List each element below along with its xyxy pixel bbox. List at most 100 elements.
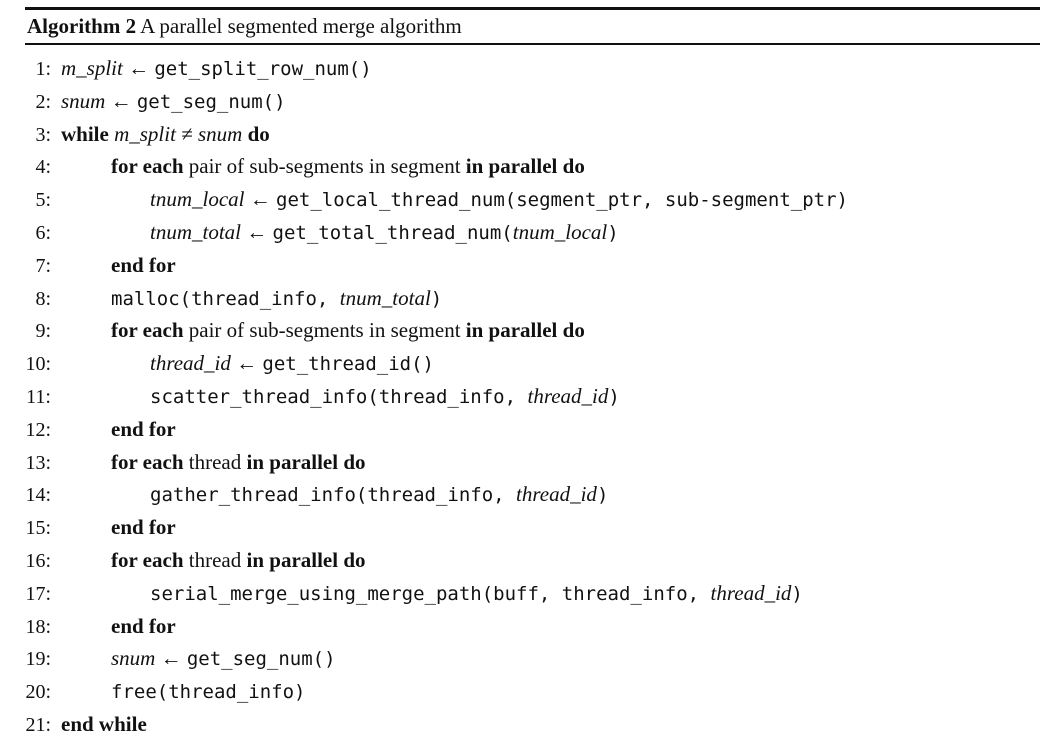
line-content: end for <box>61 512 176 544</box>
code-text: ) <box>430 287 443 310</box>
line-number: 16: <box>25 549 51 572</box>
variable-text: tnum_local <box>512 219 608 244</box>
algorithm-line: 8: malloc(thread_info, tnum_total) <box>25 283 1040 316</box>
line-content: serial_merge_using_merge_path(buff, thre… <box>61 578 803 611</box>
algorithm-line: 17: serial_merge_using_merge_path(buff, … <box>25 578 1040 611</box>
code-text: get_seg_num() <box>186 648 336 671</box>
line-number: 17: <box>25 582 51 605</box>
keyword-text: end for <box>111 252 176 277</box>
algorithm-line: 20: free(thread_info) <box>25 676 1040 709</box>
top-rule <box>25 7 1040 10</box>
algorithm-listing: 1: m_split ← get_split_row_num() 2: snum… <box>25 45 1040 734</box>
variable-text: thread_id <box>516 482 597 507</box>
line-number: 20: <box>25 681 51 704</box>
keyword-text: while <box>61 121 115 146</box>
operator-symbol: ← <box>244 187 276 212</box>
variable-text: m_split <box>61 56 123 80</box>
line-number: 9: <box>35 320 51 343</box>
line-content: end for <box>61 414 176 446</box>
algorithm-line: 19: snum ← get_seg_num() <box>25 643 1040 676</box>
code-text: get_total_thread_num( <box>272 221 513 244</box>
operator-symbol: ← <box>155 646 187 671</box>
keyword-text: for each <box>111 318 189 343</box>
line-content: snum ← get_seg_num() <box>61 86 286 119</box>
line-number: 6: <box>35 221 51 244</box>
algorithm-line: 7: end for <box>25 250 1040 283</box>
algorithm-line: 18: end for <box>25 611 1040 644</box>
code-text: get_split_row_num() <box>154 58 372 80</box>
variable-text: m_split <box>114 121 176 146</box>
line-content: thread_id ← get_thread_id() <box>61 348 434 381</box>
line-content: end for <box>61 611 176 643</box>
code-text: ) <box>607 221 619 244</box>
line-content: end while <box>61 709 147 734</box>
line-number: 18: <box>25 615 51 638</box>
algorithm-title: A parallel segmented merge algorithm <box>140 14 462 38</box>
line-content: free(thread_info) <box>61 676 305 709</box>
line-content: for each thread in parallel do <box>61 545 366 577</box>
line-content: for each pair of sub-segments in segment… <box>61 151 585 183</box>
plain-text: thread <box>188 547 247 572</box>
code-text: scatter_thread_info(thread_info, <box>150 385 528 408</box>
algorithm-line: 10: thread_id ← get_thread_id() <box>25 348 1040 381</box>
variable-text: tnum_total <box>339 285 431 310</box>
code-text: get_local_thread_num(segment_ptr, sub-se… <box>276 189 848 212</box>
algorithm-caption: Algorithm 2 A parallel segmented merge a… <box>25 10 1040 43</box>
variable-text: thread_id <box>527 383 609 408</box>
algorithm-line: 15: end for <box>25 512 1040 545</box>
operator-symbol: ← <box>105 88 137 113</box>
keyword-text: end for <box>111 613 176 638</box>
operator-symbol: ← <box>122 56 155 80</box>
code-text: ) <box>608 385 620 408</box>
keyword-text: in parallel do <box>246 449 366 474</box>
line-content: for each thread in parallel do <box>61 447 366 479</box>
keyword-text: end for <box>111 515 176 540</box>
line-content: tnum_local ← get_local_thread_num(segmen… <box>61 184 848 217</box>
variable-text: thread_id <box>150 351 231 376</box>
algorithm-line: 5: tnum_local ← get_local_thread_num(seg… <box>25 184 1040 217</box>
line-number: 14: <box>25 484 51 507</box>
code-text: ) <box>791 582 803 605</box>
line-content: scatter_thread_info(thread_info, thread_… <box>61 381 620 414</box>
keyword-text: in parallel do <box>465 154 585 179</box>
plain-text: pair of sub-segments in segment <box>188 154 466 179</box>
operator-symbol: ≠ <box>175 121 198 146</box>
operator-symbol: ← <box>230 351 263 376</box>
line-content: gather_thread_info(thread_info, thread_i… <box>61 479 608 512</box>
algorithm-line: 14: gather_thread_info(thread_info, thre… <box>25 479 1040 512</box>
keyword-text: for each <box>111 154 189 179</box>
code-text: get_seg_num() <box>136 90 286 113</box>
variable-text: tnum_total <box>150 219 242 244</box>
keyword-text: for each <box>111 547 189 572</box>
algorithm-line: 9: for each pair of sub-segments in segm… <box>25 315 1040 348</box>
algorithm-line: 3: while m_split ≠ snum do <box>25 119 1040 152</box>
line-content: end for <box>61 250 176 282</box>
plain-text: thread <box>188 449 247 474</box>
variable-text: snum <box>111 646 156 671</box>
code-text: serial_merge_using_merge_path(buff, thre… <box>150 582 711 605</box>
line-number: 1: <box>35 58 51 80</box>
code-text: get_thread_id() <box>262 353 434 376</box>
line-content: malloc(thread_info, tnum_total) <box>61 283 442 316</box>
code-text: gather_thread_info(thread_info, <box>150 484 517 507</box>
line-number: 3: <box>35 123 51 146</box>
code-text: malloc(thread_info, <box>111 287 340 310</box>
line-number: 12: <box>25 418 51 441</box>
algorithm-line: 16: for each thread in parallel do <box>25 545 1040 578</box>
keyword-text: do <box>242 121 270 146</box>
variable-text: snum <box>61 88 106 113</box>
operator-symbol: ← <box>241 219 273 244</box>
keyword-text: end for <box>111 416 176 441</box>
line-number: 21: <box>25 713 51 734</box>
line-number: 8: <box>35 287 51 310</box>
variable-text: thread_id <box>710 580 792 605</box>
keyword-text: for each <box>111 449 189 474</box>
line-content: while m_split ≠ snum do <box>61 119 270 151</box>
algorithm-label: Algorithm 2 <box>27 14 137 38</box>
line-content: snum ← get_seg_num() <box>61 643 336 676</box>
algorithm-line: 12: end for <box>25 414 1040 447</box>
variable-text: snum <box>197 121 243 146</box>
line-number: 15: <box>25 517 51 540</box>
line-number: 19: <box>25 648 51 671</box>
